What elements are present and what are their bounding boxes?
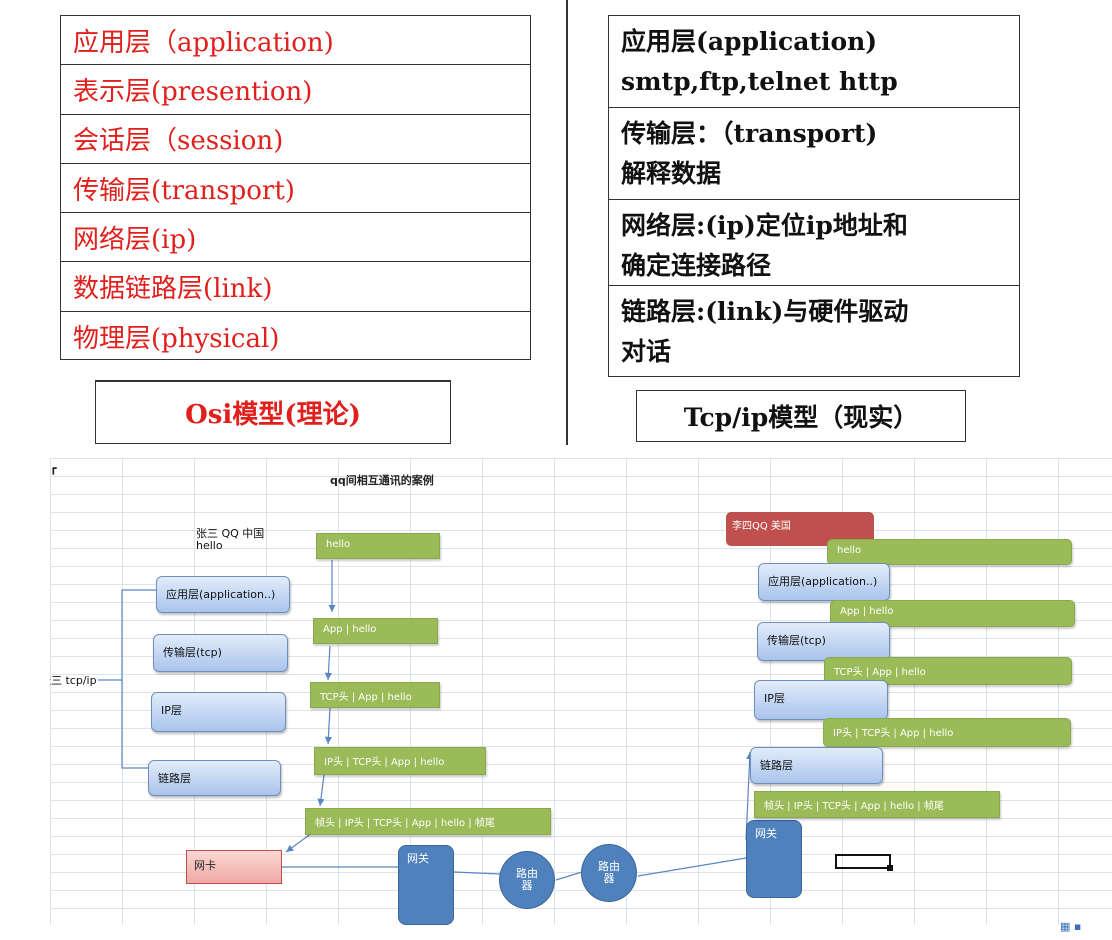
vertical-divider — [566, 0, 568, 445]
left-layer-ip: IP层 — [151, 692, 286, 732]
tcpip-model-caption: Tcp/ip模型（现实） — [636, 390, 966, 442]
left-packet-tcp: TCP头 | App | hello — [310, 682, 440, 708]
osi-layer-session: 会话层（session) — [61, 115, 530, 164]
sender-label-line2: hello — [196, 539, 223, 552]
stack-label-text: 张三 tcp/ip — [50, 675, 97, 687]
tcpip-row-link: 链路层:(link)与硬件驱动 对话 — [609, 286, 1019, 375]
tcpip-row-application: 应用层(application) smtp,ftp,telnet http — [609, 16, 1019, 108]
tcpip-row-link-detail: 对话 — [621, 337, 672, 366]
tcpip-row-transport-title: 传输层：（transport) — [621, 119, 878, 148]
tcpip-row-network-title: 网络层:(ip)定位ip地址和 — [621, 211, 908, 240]
left-layer-link: 链路层 — [148, 760, 281, 796]
left-packet-app: App | hello — [313, 618, 438, 644]
sender-label-line1: 张三 QQ 中国 — [196, 527, 265, 540]
gateway-left: 网关 — [398, 845, 454, 925]
router-2: 路由器 — [581, 844, 637, 902]
cell-corner-marker: ┏ — [50, 462, 57, 475]
osi-layer-application: 应用层（application) — [61, 16, 530, 66]
osi-layer-network: 网络层(ip) — [61, 213, 530, 263]
osi-model-caption: Osi模型(理论) — [95, 380, 451, 444]
router-1: 路由器 — [499, 851, 555, 909]
right-layer-ip: IP层 — [754, 680, 888, 720]
spreadsheet-grid — [50, 458, 1112, 925]
osi-model-table: 应用层（application) 表示层(presention) 会话层（ses… — [60, 15, 531, 360]
left-layer-transport: 传输层(tcp) — [153, 634, 288, 672]
osi-layer-transport: 传输层(transport) — [61, 164, 530, 214]
left-packet-frame: 帧头 | IP头 | TCP头 | App | hello | 帧尾 — [305, 808, 551, 835]
right-packet-frame: 帧头 | IP头 | TCP头 | App | hello | 帧尾 — [754, 791, 1000, 818]
left-packet-ip: IP头 | TCP头 | App | hello — [314, 747, 486, 775]
fill-handle[interactable] — [887, 865, 893, 871]
diagram-title: qq间相互通讯的案例 — [330, 474, 434, 487]
tcpip-model-table: 应用层(application) smtp,ftp,telnet http 传输… — [608, 15, 1020, 377]
nic-box: 网卡 — [186, 850, 282, 884]
right-packet-ip: IP头 | TCP头 | App | hello — [823, 718, 1071, 747]
tcpip-row-application-title: 应用层(application) — [621, 27, 878, 56]
sender-label: 张三 QQ 中国 hello — [196, 528, 264, 552]
tcpip-row-network: 网络层:(ip)定位ip地址和 确定连接路径 — [609, 200, 1019, 286]
tcpip-row-network-detail: 确定连接路径 — [621, 251, 772, 280]
right-layer-transport: 传输层(tcp) — [757, 622, 890, 661]
left-packet-hello: hello — [316, 533, 440, 559]
router-1-label: 路由器 — [516, 867, 538, 892]
osi-layer-presentation: 表示层(presention) — [61, 65, 530, 115]
osi-layer-physical: 物理层(physical) — [73, 323, 280, 354]
tcpip-row-transport: 传输层：（transport) 解释数据 — [609, 108, 1019, 200]
right-layer-link: 链路层 — [750, 747, 883, 784]
right-packet-app: App | hello — [830, 600, 1075, 627]
osi-layer-datalink: 数据链路层(link) — [61, 262, 530, 312]
selected-cell[interactable] — [835, 854, 891, 869]
tcpip-row-transport-detail: 解释数据 — [621, 159, 722, 188]
gateway-right: 网关 — [746, 820, 802, 898]
router-2-label: 路由器 — [598, 860, 620, 885]
right-packet-hello: hello — [827, 539, 1072, 565]
stack-label: 张三 tcp/ip — [50, 675, 100, 687]
tcpip-row-link-title: 链路层:(link)与硬件驱动 — [621, 297, 909, 326]
right-layer-application: 应用层(application..) — [758, 563, 890, 601]
left-layer-application: 应用层(application..) — [156, 576, 290, 613]
tcpip-row-application-detail: smtp,ftp,telnet http — [621, 67, 898, 96]
paste-options-icon[interactable]: ▦ ▪ — [1060, 920, 1082, 933]
